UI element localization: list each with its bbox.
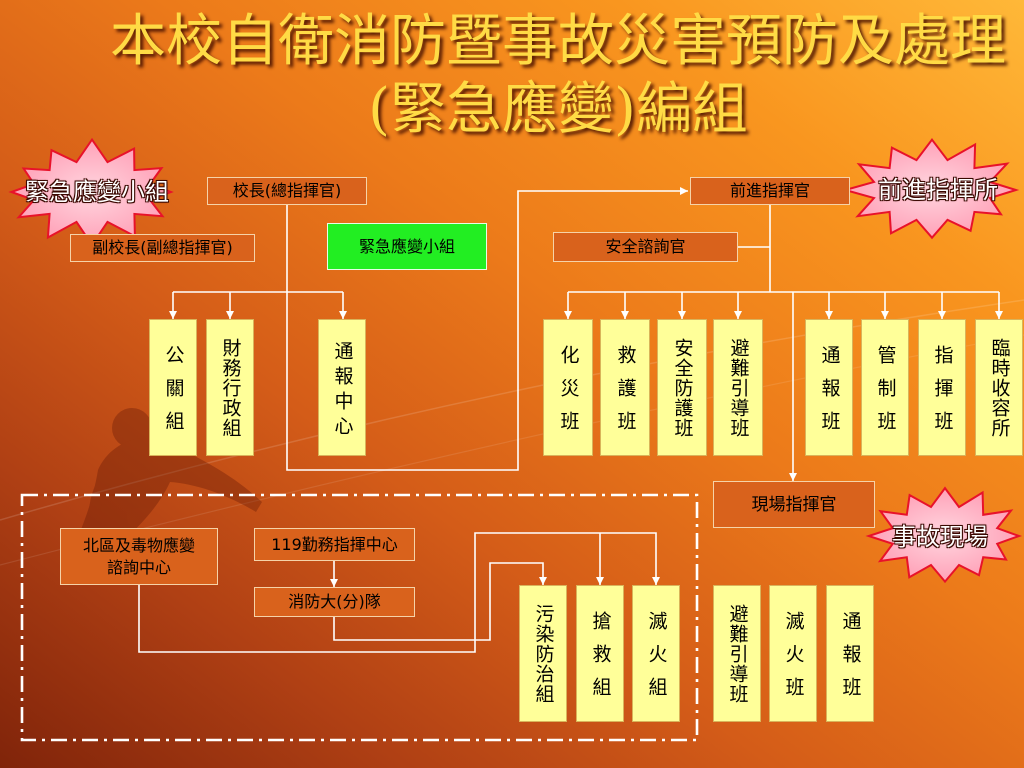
title-line-2: (緊急應變)編組 — [368, 77, 748, 142]
connector-brigade-to-pollution-group — [333, 562, 547, 641]
title-line-1: 本校自衛消防暨事故災害預防及處理 — [110, 9, 1006, 74]
unit-box-scene-notification-team: 通報班 — [826, 585, 874, 722]
vice-principal-label: 副校長(副總指揮官) — [92, 238, 233, 257]
callout-label-incident-scene: 事故現場 — [892, 523, 988, 551]
unit-box-notification-center: 通報中心 — [318, 319, 366, 456]
unit-label: 臨時收容所 — [988, 338, 1011, 438]
safety-advisor-label: 安全諮詢官 — [605, 237, 686, 256]
unit-label: 安全防護班 — [671, 338, 694, 438]
unit-label: 滅火組 — [645, 611, 668, 710]
unit-label: 通報班 — [839, 611, 862, 710]
unit-box-notification-team: 通報班 — [805, 319, 853, 456]
unit-label: 避難引導班 — [727, 338, 750, 438]
unit-label: 化災班 — [557, 345, 580, 444]
advisory-center-box: 北區及毒物應變 諮詢中心 — [60, 528, 218, 585]
emergency-team-box: 緊急應變小組 — [327, 223, 487, 270]
unit-box-safety-protection-team: 安全防護班 — [657, 319, 707, 456]
advisory-center-label-line-2: 諮詢中心 — [106, 557, 171, 577]
unit-box-hazmat-team: 化災班 — [543, 319, 593, 456]
unit-label: 搶救組 — [589, 611, 612, 710]
dispatch-center-label: 119勤務指揮中心 — [271, 534, 398, 554]
unit-box-rescue-group: 搶救組 — [576, 585, 624, 722]
connector-advisory-to-fire-group — [138, 532, 660, 653]
connector-principal-to-forward — [286, 187, 688, 471]
starburst-incident-scene — [865, 486, 1023, 584]
unit-label: 避難引導班 — [726, 604, 749, 704]
forward-commander-box: 前進指揮官 — [690, 177, 850, 205]
unit-label: 滅火班 — [782, 611, 805, 710]
dispatch-center-box: 119勤務指揮中心 — [254, 528, 415, 561]
safety-advisor-box: 安全諮詢官 — [553, 232, 738, 262]
unit-label: 管制班 — [874, 345, 897, 444]
unit-box-temporary-shelter: 臨時收容所 — [975, 319, 1023, 456]
unit-box-scene-evacuation-team: 避難引導班 — [713, 585, 761, 722]
unit-box-fire-suppression-group: 滅火組 — [632, 585, 680, 722]
callout-label-forward-post: 前進指揮所 — [878, 176, 998, 204]
unit-label: 救護班 — [614, 345, 637, 444]
unit-label: 公關組 — [162, 345, 185, 444]
unit-label: 通報班 — [818, 345, 841, 444]
unit-box-public-relations: 公關組 — [149, 319, 197, 456]
unit-box-evacuation-team: 避難引導班 — [713, 319, 763, 456]
fire-brigade-label: 消防大(分)隊 — [288, 592, 381, 611]
callout-label-emergency-team: 緊急應變小組 — [25, 178, 169, 206]
starburst-forward-post — [841, 138, 1020, 240]
principal-box: 校長(總指揮官) — [207, 177, 367, 205]
unit-box-medical-team: 救護班 — [600, 319, 650, 456]
unit-box-pollution-control-group: 污染防治組 — [519, 585, 567, 722]
unit-label: 指揮班 — [931, 345, 954, 444]
principal-label: 校長(總指揮官) — [232, 181, 342, 200]
scene-commander-box: 現場指揮官 — [713, 481, 875, 528]
unit-label: 財務行政組 — [219, 338, 242, 438]
unit-box-scene-fire-team: 滅火班 — [769, 585, 817, 722]
unit-box-finance-admin: 財務行政組 — [206, 319, 254, 456]
slide-title: 本校自衛消防暨事故災害預防及處理 (緊急應變)編組 — [100, 8, 1016, 144]
external-support-frame — [20, 493, 699, 742]
unit-box-traffic-control-team: 管制班 — [861, 319, 909, 456]
unit-label: 通報中心 — [331, 340, 354, 441]
advisory-center-label-line-1: 北區及毒物應變 — [82, 535, 195, 555]
emergency-team-label: 緊急應變小組 — [358, 236, 455, 256]
fire-brigade-box: 消防大(分)隊 — [254, 587, 415, 617]
unit-box-command-team: 指揮班 — [918, 319, 966, 456]
scene-commander-label: 現場指揮官 — [751, 494, 837, 515]
forward-commander-label: 前進指揮官 — [729, 181, 810, 200]
unit-label: 污染防治組 — [532, 604, 555, 704]
vice-principal-box: 副校長(副總指揮官) — [70, 234, 255, 262]
